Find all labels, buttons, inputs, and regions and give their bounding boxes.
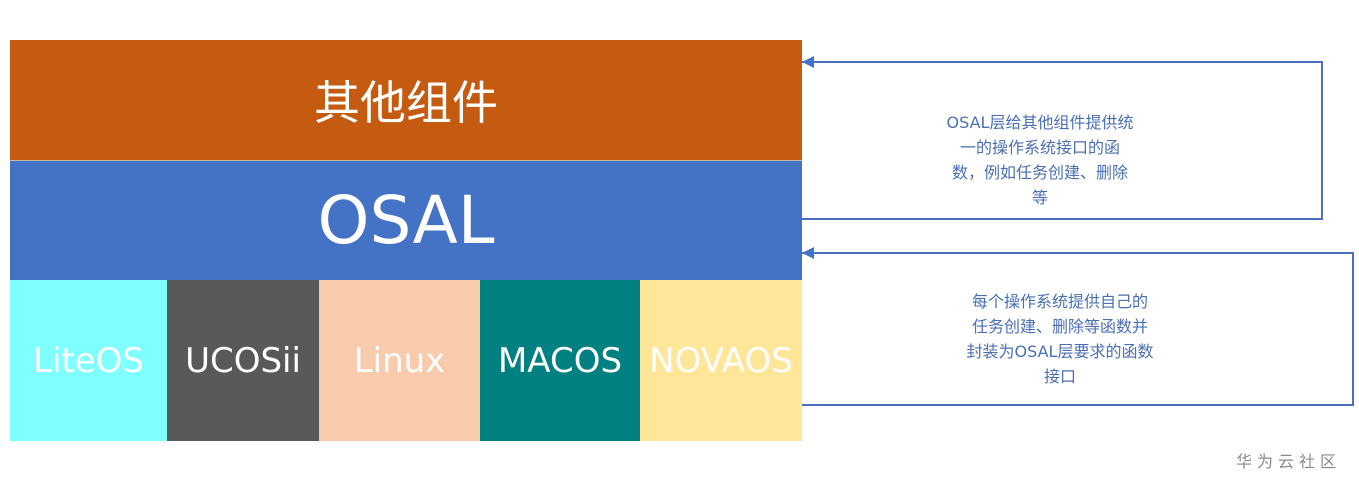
os-label: MACOS (497, 340, 623, 381)
other-components-layer: 其他组件 (10, 40, 802, 160)
annotation-line: 一的操作系统接口的函 (959, 138, 1120, 157)
annotation-line: 每个操作系统提供自己的 (971, 292, 1148, 311)
os-label: UCOSii (185, 340, 301, 381)
os-macos: MACOS (480, 280, 640, 441)
arrow-left-icon (802, 247, 814, 259)
os-ucosii: UCOSii (167, 280, 319, 441)
watermark: 华为云社区 (1236, 452, 1342, 471)
other-components-label: 其他组件 (314, 76, 498, 130)
os-label: LiteOS (33, 340, 144, 381)
annotation-osal-interface: OSAL层给其他组件提供统 一的操作系统接口的函 数，例如任务创建、删除 等 (900, 110, 1180, 210)
annotation-line: OSAL层给其他组件提供统 (946, 113, 1134, 132)
arrow-left-icon (802, 56, 814, 68)
os-label: Linux (353, 340, 446, 381)
annotation-line: 任务创建、删除等函数并 (971, 317, 1148, 336)
annotation-line: 等 (1031, 188, 1048, 207)
annotation-line: 接口 (1043, 367, 1076, 386)
annotation-os-adaptation: 每个操作系统提供自己的 任务创建、删除等函数并 封装为OSAL层要求的函数 接口 (915, 289, 1205, 389)
os-label: NOVAOS (649, 340, 793, 381)
connector-os-to-osal (802, 252, 1354, 406)
os-novaos: NOVAOS (640, 280, 802, 441)
connector-osal-to-components (802, 61, 1323, 220)
os-linux: Linux (319, 280, 480, 441)
osal-label: OSAL (317, 182, 495, 259)
osal-layer: OSAL (10, 160, 802, 280)
os-liteos: LiteOS (10, 280, 167, 441)
annotation-line: 数，例如任务创建、删除 (951, 163, 1128, 182)
annotation-line: 封装为OSAL层要求的函数 (966, 342, 1154, 361)
